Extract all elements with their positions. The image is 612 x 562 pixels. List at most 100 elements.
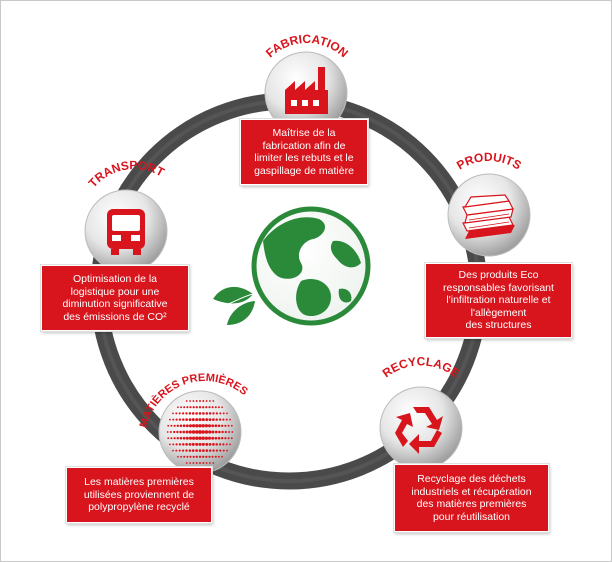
sphere-dot xyxy=(226,449,228,452)
sphere-dot xyxy=(195,424,199,428)
sphere-dot xyxy=(198,436,202,440)
sphere-dot xyxy=(204,424,209,428)
sphere-dot xyxy=(214,436,218,440)
sphere-dot xyxy=(221,430,224,434)
sphere-dot xyxy=(217,424,221,428)
recyclage-description: Recyclage des déchets industriels et réc… xyxy=(394,464,549,532)
sphere-dot xyxy=(217,436,221,440)
sphere-dot xyxy=(201,436,205,440)
sphere-dot xyxy=(205,462,208,464)
sphere-dot xyxy=(195,400,198,402)
sphere-dot xyxy=(202,406,205,409)
sphere-dot xyxy=(178,449,181,452)
recyclage-line-3: des matières premières xyxy=(416,498,527,510)
sphere-dot xyxy=(214,455,217,458)
fabrication-line-3: limiter les rebuts et le xyxy=(254,152,354,164)
sphere-dot xyxy=(215,449,219,452)
sphere-dot xyxy=(167,424,170,427)
sphere-dot xyxy=(207,424,212,428)
sphere-dot xyxy=(170,424,173,427)
sphere-dot xyxy=(201,430,205,434)
sphere-dot xyxy=(189,462,192,464)
sphere-dot xyxy=(202,462,205,464)
sphere-dot xyxy=(209,462,211,464)
sphere-dot xyxy=(211,436,215,440)
sphere-dot xyxy=(195,449,198,452)
sphere-dot xyxy=(176,424,179,427)
factory-icon xyxy=(285,67,328,114)
sphere-dot xyxy=(204,436,209,440)
produits-line-3: l'infiltration naturelle et xyxy=(446,294,551,307)
matieres-line-1: Les matières premières xyxy=(84,476,194,489)
sphere-dot xyxy=(173,430,176,434)
sphere-dot xyxy=(183,455,186,458)
sphere-dot xyxy=(202,455,205,458)
sphere-dot xyxy=(224,424,227,427)
node-recyclage-title: RECYCLAGE xyxy=(380,354,463,380)
sphere-dot xyxy=(202,449,205,452)
sphere-dot xyxy=(195,430,199,434)
sphere-dot xyxy=(208,449,212,452)
sphere-dot xyxy=(221,406,223,409)
sphere-dot xyxy=(181,412,185,415)
globe-icon xyxy=(251,206,371,326)
sphere-dot xyxy=(231,431,234,433)
sphere-dot xyxy=(217,455,220,458)
sphere-dot xyxy=(198,424,202,428)
sphere-dot xyxy=(183,406,186,409)
sphere-dot xyxy=(179,424,183,428)
sphere-dot xyxy=(195,455,198,458)
produits-line-5: des structures xyxy=(465,319,532,332)
sphere-dot xyxy=(198,442,202,446)
sphere-dot xyxy=(192,406,195,409)
paper-stack-icon xyxy=(462,194,515,239)
sphere-dot xyxy=(178,412,181,415)
sphere-dot xyxy=(195,418,199,422)
sphere-dot xyxy=(229,418,232,421)
sphere-dot xyxy=(195,442,199,446)
sphere-dot xyxy=(208,430,212,434)
sphere-dot xyxy=(177,455,179,458)
sphere-dot xyxy=(207,436,212,440)
sphere-dot xyxy=(214,406,217,409)
sphere-dot xyxy=(205,449,209,452)
sphere-dot xyxy=(167,437,170,440)
dotted-sphere-icon xyxy=(166,400,234,464)
transport-line-4: des émissions de CO² xyxy=(63,310,167,323)
sphere-dot xyxy=(221,455,223,458)
sphere-dot xyxy=(222,443,225,446)
sphere-dot xyxy=(166,431,169,433)
sphere-dot xyxy=(179,430,182,434)
sphere-dot xyxy=(198,418,202,422)
recyclage-line-1: Recyclage des déchets xyxy=(417,473,526,485)
fabrication-line-4: gaspillage de matière xyxy=(254,164,354,177)
sphere-dot xyxy=(229,443,232,446)
sphere-dot xyxy=(189,455,192,458)
transport-description: Optimisation de la logistique pour une d… xyxy=(41,265,189,331)
sphere-dot xyxy=(211,406,214,409)
sphere-dot xyxy=(230,437,233,440)
sphere-dot xyxy=(189,406,192,409)
sphere-dot xyxy=(212,412,215,415)
sphere-dot xyxy=(199,462,201,464)
fabrication-description: Maîtrise de la fabrication afin de limit… xyxy=(240,119,368,185)
sphere-dot xyxy=(215,412,219,415)
sphere-dot xyxy=(181,449,185,452)
recycle-icon xyxy=(395,407,443,454)
sphere-dot xyxy=(191,418,195,422)
sphere-dot xyxy=(212,449,215,452)
node-produits-title: PRODUITS xyxy=(454,150,524,173)
matieres-line-2: utilisées proviennent de xyxy=(83,488,195,501)
sphere-dot xyxy=(215,443,218,446)
sphere-dot xyxy=(212,462,215,464)
sphere-dot xyxy=(186,455,189,458)
sphere-dot xyxy=(180,406,183,409)
transport-line-3: diminution significative xyxy=(62,298,168,310)
sphere-dot xyxy=(222,449,225,452)
sphere-dot xyxy=(198,430,202,434)
sphere-dot xyxy=(169,430,172,434)
matieres-description: Les matières premières utilisées provien… xyxy=(66,467,212,523)
sphere-dot xyxy=(221,437,224,440)
sphere-dot xyxy=(202,412,205,415)
sphere-dot xyxy=(175,443,178,446)
